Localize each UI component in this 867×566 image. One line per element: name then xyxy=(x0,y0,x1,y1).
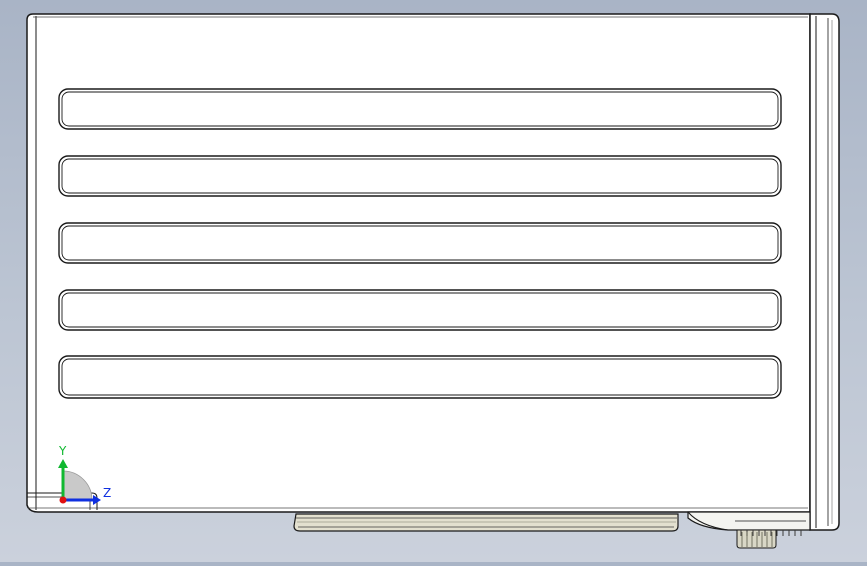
side-panel[interactable] xyxy=(809,13,840,531)
connector-knob[interactable] xyxy=(687,511,811,549)
coordinate-triad: Y Z xyxy=(58,444,111,505)
z-axis-arrowhead xyxy=(93,495,101,505)
vent-slot-inner-edge xyxy=(61,91,779,127)
vent-slot-inner-edge xyxy=(61,158,779,194)
triad-plane-shade xyxy=(62,470,93,501)
vent-slot xyxy=(58,88,782,130)
z-axis-label: Z xyxy=(103,486,111,500)
vent-slot xyxy=(58,289,782,331)
triad-origin xyxy=(59,496,67,504)
vent-slot xyxy=(58,222,782,264)
vent-slot xyxy=(58,355,782,399)
y-axis-arrowhead xyxy=(58,459,68,468)
vent-slots xyxy=(58,88,782,399)
vent-slot xyxy=(58,155,782,197)
base-plate[interactable] xyxy=(293,513,679,532)
vent-slot-inner-edge xyxy=(61,358,779,396)
knob-ribs xyxy=(740,530,802,547)
vent-slot-inner-edge xyxy=(61,292,779,328)
y-axis-label: Y xyxy=(58,444,67,458)
vent-slot-inner-edge xyxy=(61,225,779,261)
